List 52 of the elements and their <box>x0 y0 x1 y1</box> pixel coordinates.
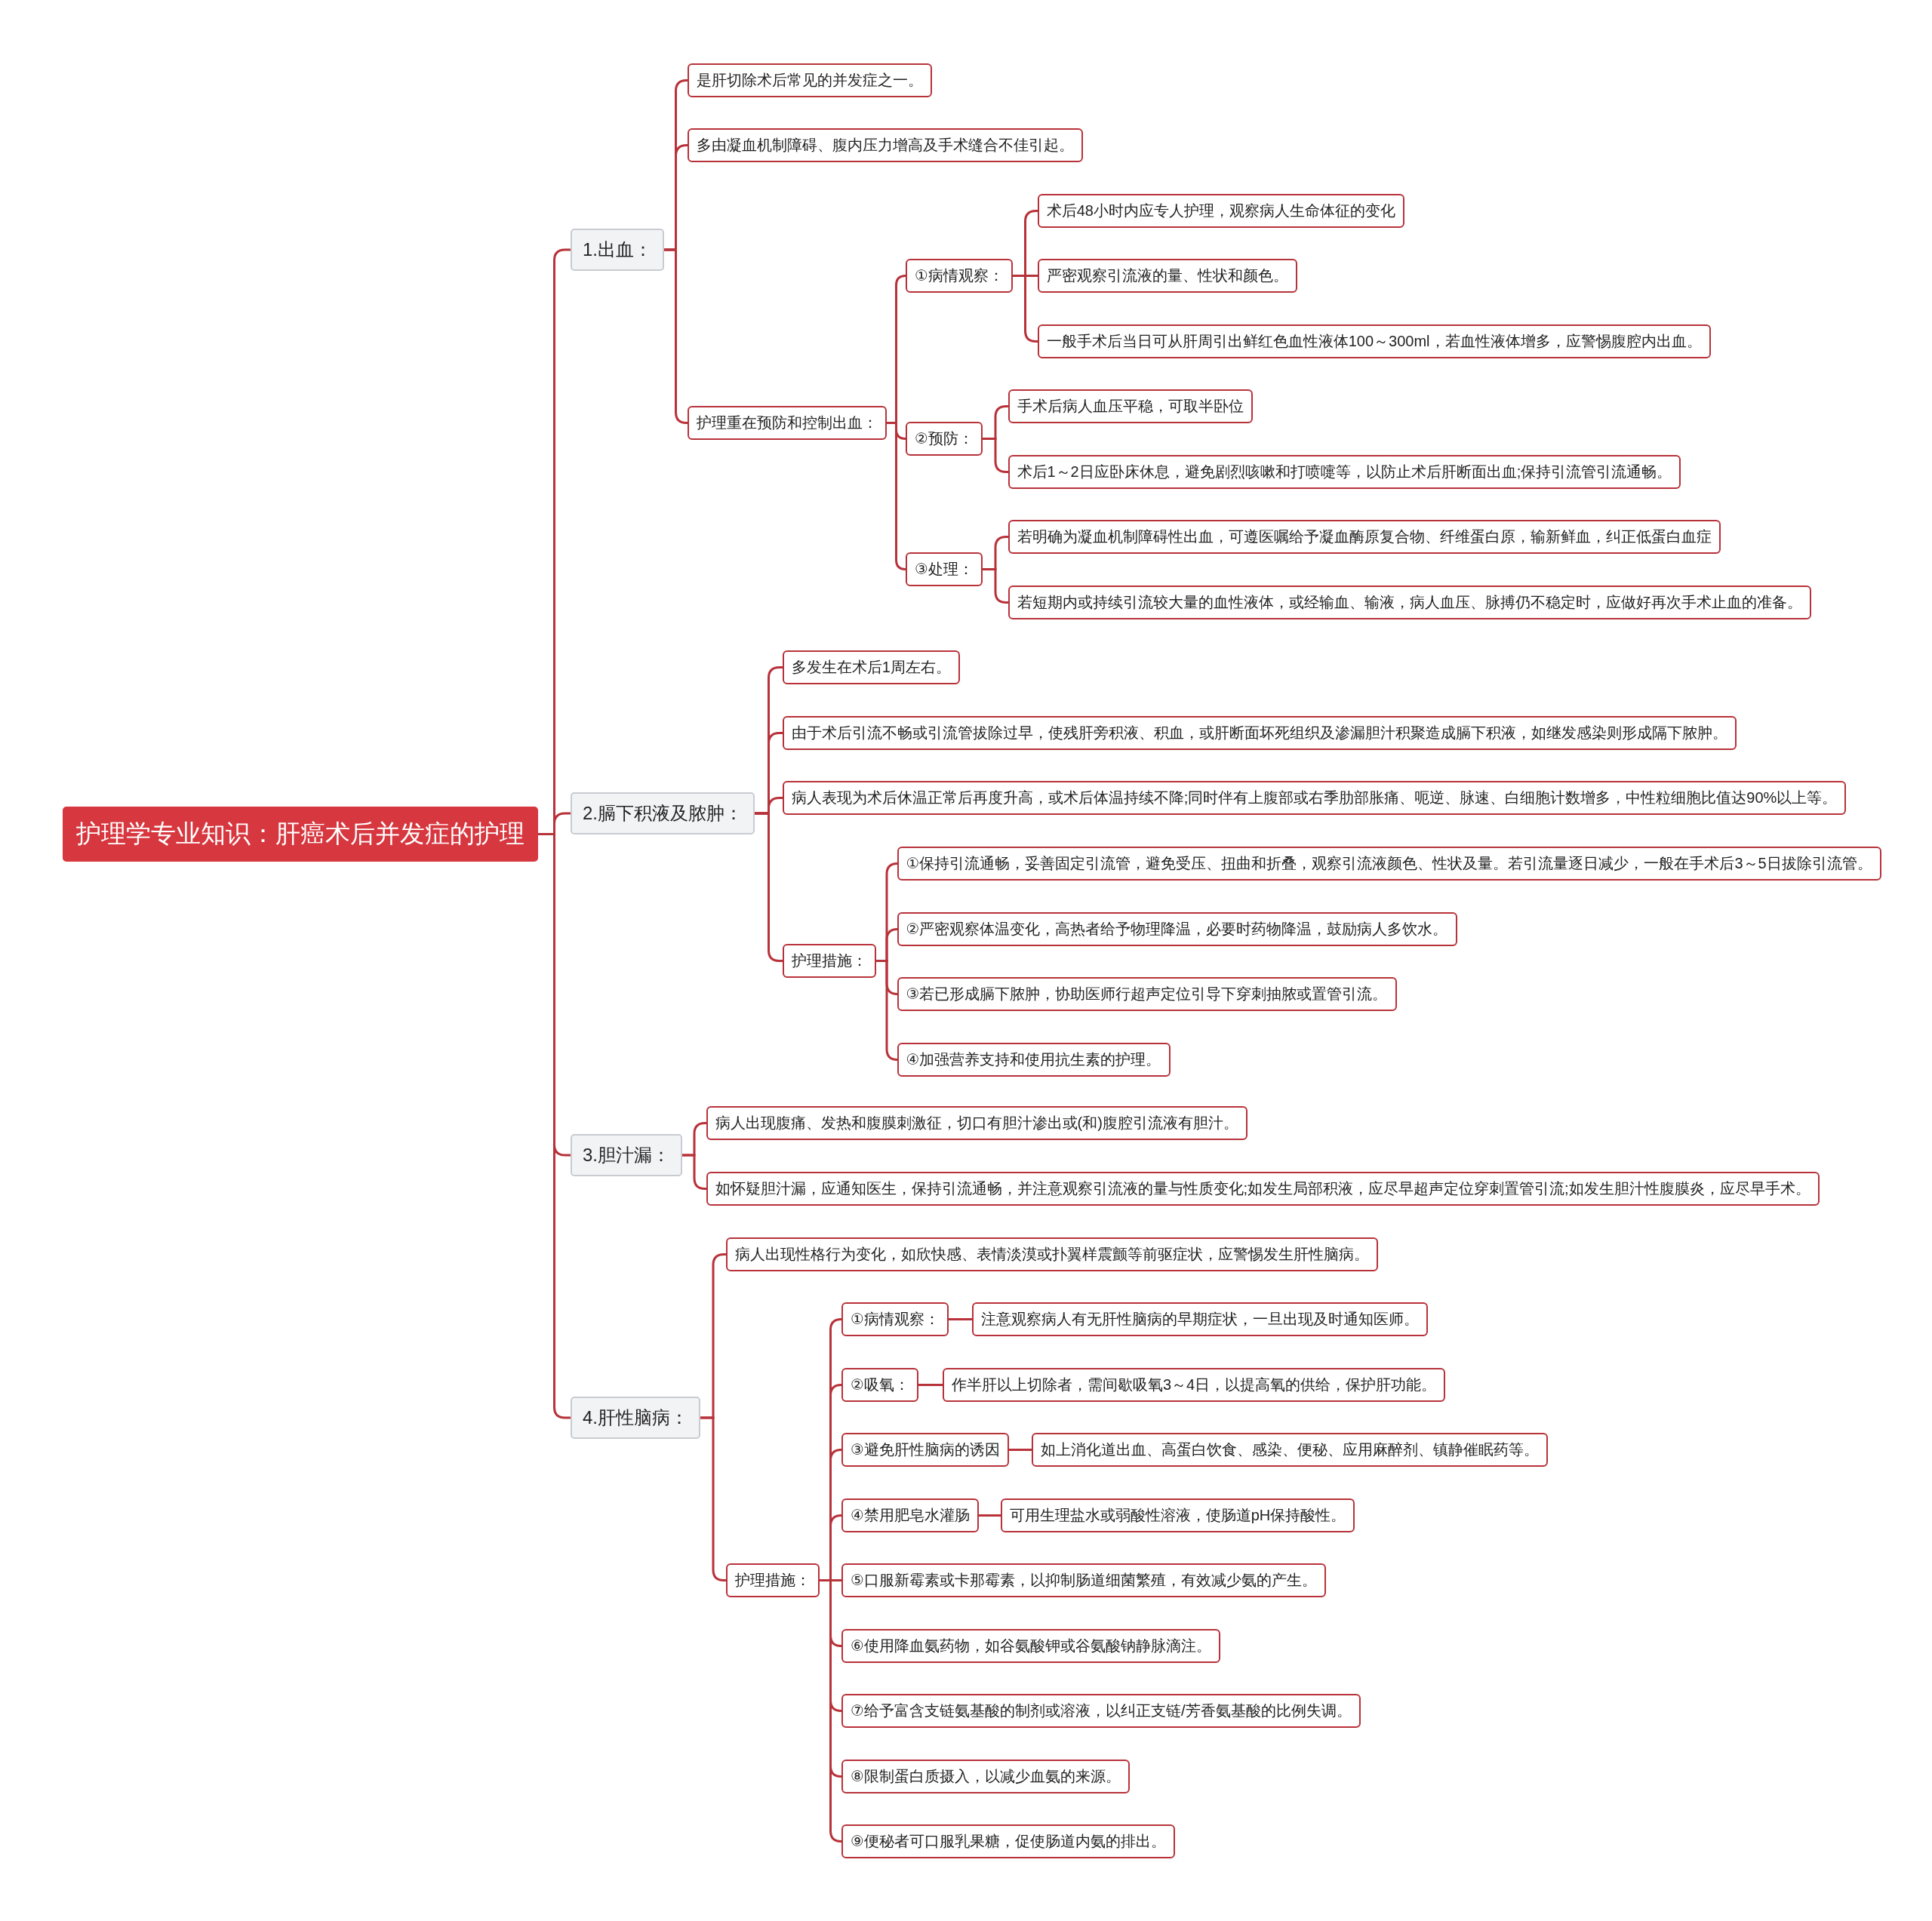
text-box: 注意观察病人有无肝性脑病的早期症状，一旦出现及时通知医师。 <box>972 1302 1429 1337</box>
text-box: ①病情观察： <box>906 259 1013 294</box>
text-box: ⑦给予富含支链氨基酸的制剂或溶液，以纠正支链/芳香氨基酸的比例失调。 <box>841 1694 1361 1729</box>
text-box: 多发生在术后1周左右。 <box>782 650 960 685</box>
text-box: 护理措施： <box>782 943 876 978</box>
connector-line <box>983 568 1008 604</box>
connector-line <box>1009 1449 1032 1451</box>
text-box: 病人出现腹痛、发热和腹膜刺激征，切口有胆汁渗出或(和)腹腔引流液有胆汁。 <box>706 1106 1247 1141</box>
connector-line <box>682 1154 707 1190</box>
text-box: 术后1～2日应卧床休息，避免剧烈咳嗽和打喷嚏等，以防止术后肝断面出血;保持引流管引流通畅。 <box>1008 454 1681 489</box>
text-box: ⑧限制蛋白质摄入，以减少血氨的来源。 <box>841 1759 1131 1793</box>
text-box: ④禁用肥皂水灌肠 <box>841 1498 980 1532</box>
connector-line <box>664 248 688 424</box>
text-box: 如怀疑胆汁漏，应通知医生，保持引流通畅，并注意观察引流液的量与性质变化;如发生局部积液，应尽早超声定位穿刺置管引流;如发生胆汁性腹膜炎，应尽早手术。 <box>706 1172 1820 1206</box>
text-box: 病人表现为术后休温正常后再度升高，或术后体温持续不降;同时伴有上腹部或右季肋部胀痛、呃逆、脉速、白细胞计数增多，中性粒细胞比值达90%以上等。 <box>782 781 1847 816</box>
text-box: ②吸氧： <box>841 1367 919 1402</box>
branch-box: 1.出血： <box>570 229 664 272</box>
text-box: ①保持引流通畅，妥善固定引流管，避免受压、扭曲和折叠，观察引流液颜色、性状及量。若引流量逐日减少，一般在手术后3～5日拔除引流管。 <box>897 847 1881 881</box>
connector-line <box>983 438 1008 473</box>
branch-box: 4.肝性脑病： <box>570 1397 700 1440</box>
text-box: 多由凝血机制障碍、腹内压力增高及手术缝合不佳引起。 <box>688 128 1083 163</box>
branch-box: 3.胆汁漏： <box>570 1134 682 1177</box>
text-box: 可用生理盐水或弱酸性溶液，使肠道pH保持酸性。 <box>1000 1498 1355 1532</box>
text-box: 手术后病人血压平稳，可取半卧位 <box>1008 389 1253 424</box>
branch-box: 2.膈下积液及脓肿： <box>570 791 755 834</box>
text-box: 若短期内或持续引流较大量的血性液体，或经输血、输液，病人血压、脉搏仍不稳定时，应做好再次手术止血的准备。 <box>1008 585 1811 619</box>
text-box: ②严密观察体温变化，高热者给予物理降温，必要时药物降温，鼓励病人多饮水。 <box>897 911 1457 946</box>
text-box: ②预防： <box>906 421 983 456</box>
connector-line <box>949 1318 972 1320</box>
text-box: ③若已形成膈下脓肿，协助医师行超声定位引导下穿刺抽脓或置管引流。 <box>897 977 1397 1012</box>
text-box: 若明确为凝血机制障碍性出血，可遵医嘱给予凝血酶原复合物、纤维蛋白原，输新鲜血，纠正低蛋白血症 <box>1008 520 1721 555</box>
text-box: 术后48小时内应专人护理，观察病人生命体征的变化 <box>1037 193 1404 228</box>
text-box: ⑤口服新霉素或卡那霉素，以抑制肠道细菌繁殖，有效减少氨的产生。 <box>841 1563 1327 1598</box>
connector-line <box>979 1514 1001 1517</box>
text-box: ④加强营养支持和使用抗生素的护理。 <box>897 1042 1171 1077</box>
text-box: 是肝切除术后常见的并发症之一。 <box>688 63 932 97</box>
text-box: 病人出现性格行为变化，如欣快感、表情淡漠或扑翼样震颤等前驱症状，应警惕发生肝性脑病。 <box>725 1237 1378 1271</box>
text-box: ③处理： <box>906 552 983 586</box>
text-box: ⑨便秘者可口服乳果糖，促使肠道内氨的排出。 <box>841 1824 1176 1859</box>
text-box: 一般手术后当日可从肝周引出鲜红色血性液体100～300ml，若血性液体增多，应警惕腹腔内出血。 <box>1037 324 1711 358</box>
text-box: 护理措施： <box>725 1563 820 1598</box>
text-box: ③避免肝性脑病的诱因 <box>841 1433 1010 1468</box>
text-box: 严密观察引流液的量、性状和颜色。 <box>1037 259 1297 294</box>
text-box: 护理重在预防和控制出血： <box>688 405 887 440</box>
text-box: 如上消化道出血、高蛋白饮食、感染、便秘、应用麻醉剂、镇静催眠药等。 <box>1031 1433 1548 1468</box>
text-box: ①病情观察： <box>841 1302 949 1337</box>
connector-line <box>887 422 907 570</box>
text-box: 由于术后引流不畅或引流管拔除过早，使残肝旁积液、积血，或肝断面坏死组织及渗漏胆汁积聚造成膈下积液，如继发感染则形成隔下脓肿。 <box>782 715 1737 750</box>
text-box: ⑥使用降血氨药物，如谷氨酸钾或谷氨酸钠静脉滴注。 <box>841 1628 1221 1663</box>
text-box: 作半肝以上切除者，需间歇吸氧3～4日，以提高氧的供给，保护肝功能。 <box>942 1367 1446 1402</box>
connector-line <box>918 1384 943 1386</box>
topic-box: 护理学专业知识：肝癌术后并发症的护理 <box>63 806 539 862</box>
